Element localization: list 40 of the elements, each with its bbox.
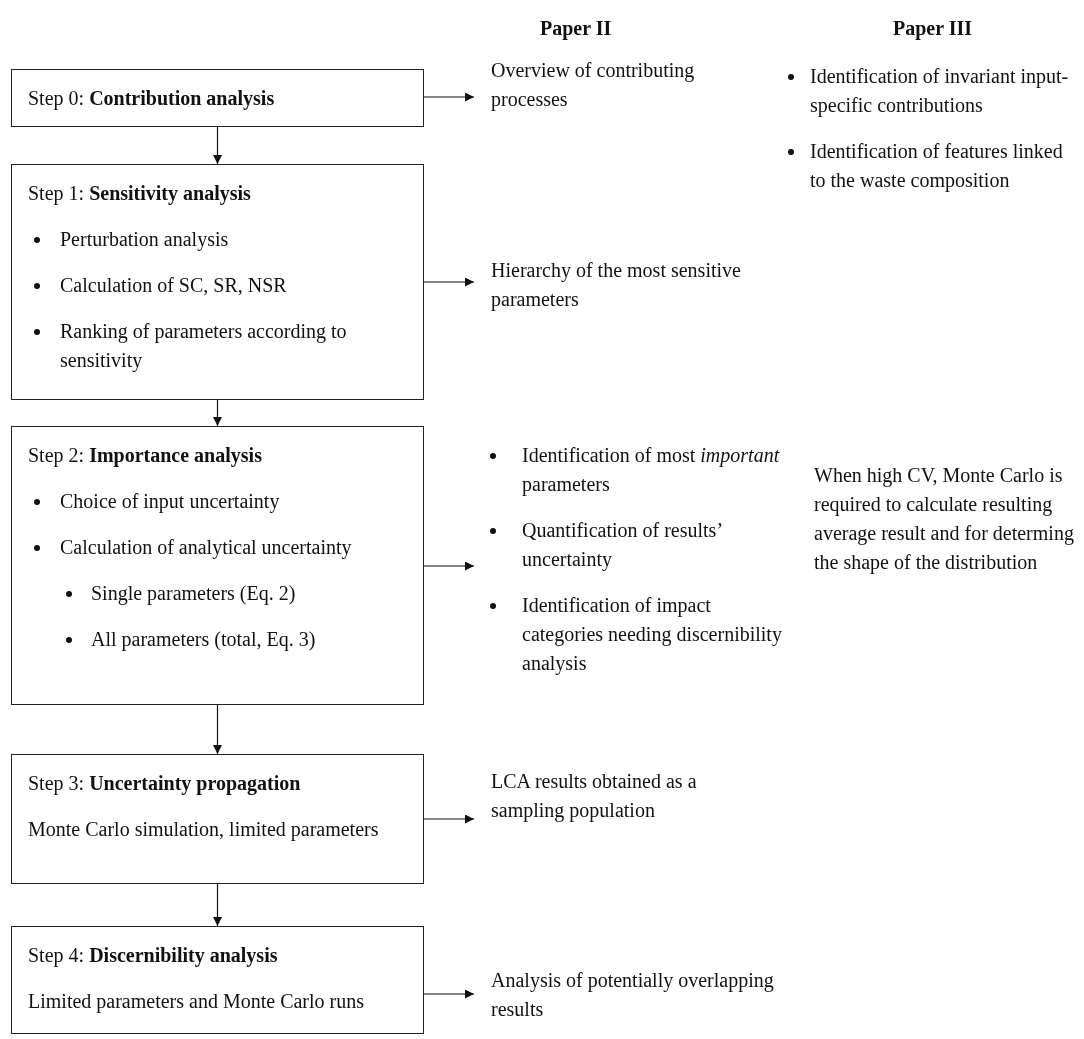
arrow: [213, 704, 222, 755]
outcome-text: Analysis of potentially overlapping results: [491, 968, 774, 1022]
arrow: [423, 814, 475, 824]
note-text: When high CV, Monte Carlo is required to calculate resulting average result and for determing the shape of the distribution: [814, 463, 1075, 576]
step-box: [11, 926, 424, 1034]
outcome-item: Identification of most important parameters: [522, 443, 781, 498]
arrow: [213, 126, 222, 165]
step-subitem: All parameters (total, Eq. 3): [91, 627, 317, 653]
outcome-text: LCA results obtained as a sampling population: [491, 769, 698, 824]
step-heading: Step 0: Contribution analysis: [28, 86, 276, 112]
outcome-item: Quantification of results’ uncertainty: [522, 518, 723, 573]
arrow: [213, 399, 222, 427]
outcome-text: Hierarchy of the most sensitive parameters: [491, 258, 742, 313]
step-heading: Step 2: Importance analysis: [28, 443, 263, 469]
finding-item: Identification of invariant input-specific contributions: [810, 64, 1070, 119]
step-heading: Step 1: Sensitivity analysis: [28, 181, 252, 207]
step-item: Ranking of parameters according to sensitivity: [60, 319, 348, 374]
finding-item: Identification of features linked to the waste composition: [810, 139, 1064, 194]
outcome-item: Identification of impact categories needing discernibility analysis: [522, 593, 783, 677]
outcome-text: Overview of contributing processes: [491, 58, 696, 113]
step-box: [11, 426, 424, 705]
arrow: [423, 561, 475, 571]
step-description: Limited parameters and Monte Carlo runs: [28, 989, 365, 1015]
step-item: Perturbation analysis: [60, 227, 230, 253]
step-description: Monte Carlo simulation, limited parameters: [28, 817, 380, 843]
step-heading: Step 3: Uncertainty propagation: [28, 771, 302, 797]
step-item: Choice of input uncertainty: [60, 489, 281, 515]
step-item: Calculation of analytical uncertainty: [60, 535, 353, 561]
step-box: [11, 754, 424, 884]
column-heading: Paper III: [893, 16, 974, 42]
arrow: [423, 92, 475, 102]
step-heading: Step 4: Discernibility analysis: [28, 943, 279, 969]
step-item: Calculation of SC, SR, NSR: [60, 273, 288, 298]
arrow: [423, 989, 475, 999]
arrow: [423, 277, 475, 287]
step-box: [11, 69, 424, 127]
step-box: [11, 164, 424, 400]
arrow: [213, 883, 222, 927]
column-heading: Paper II: [540, 16, 613, 42]
step-subitem: Single parameters (Eq. 2): [91, 581, 297, 607]
